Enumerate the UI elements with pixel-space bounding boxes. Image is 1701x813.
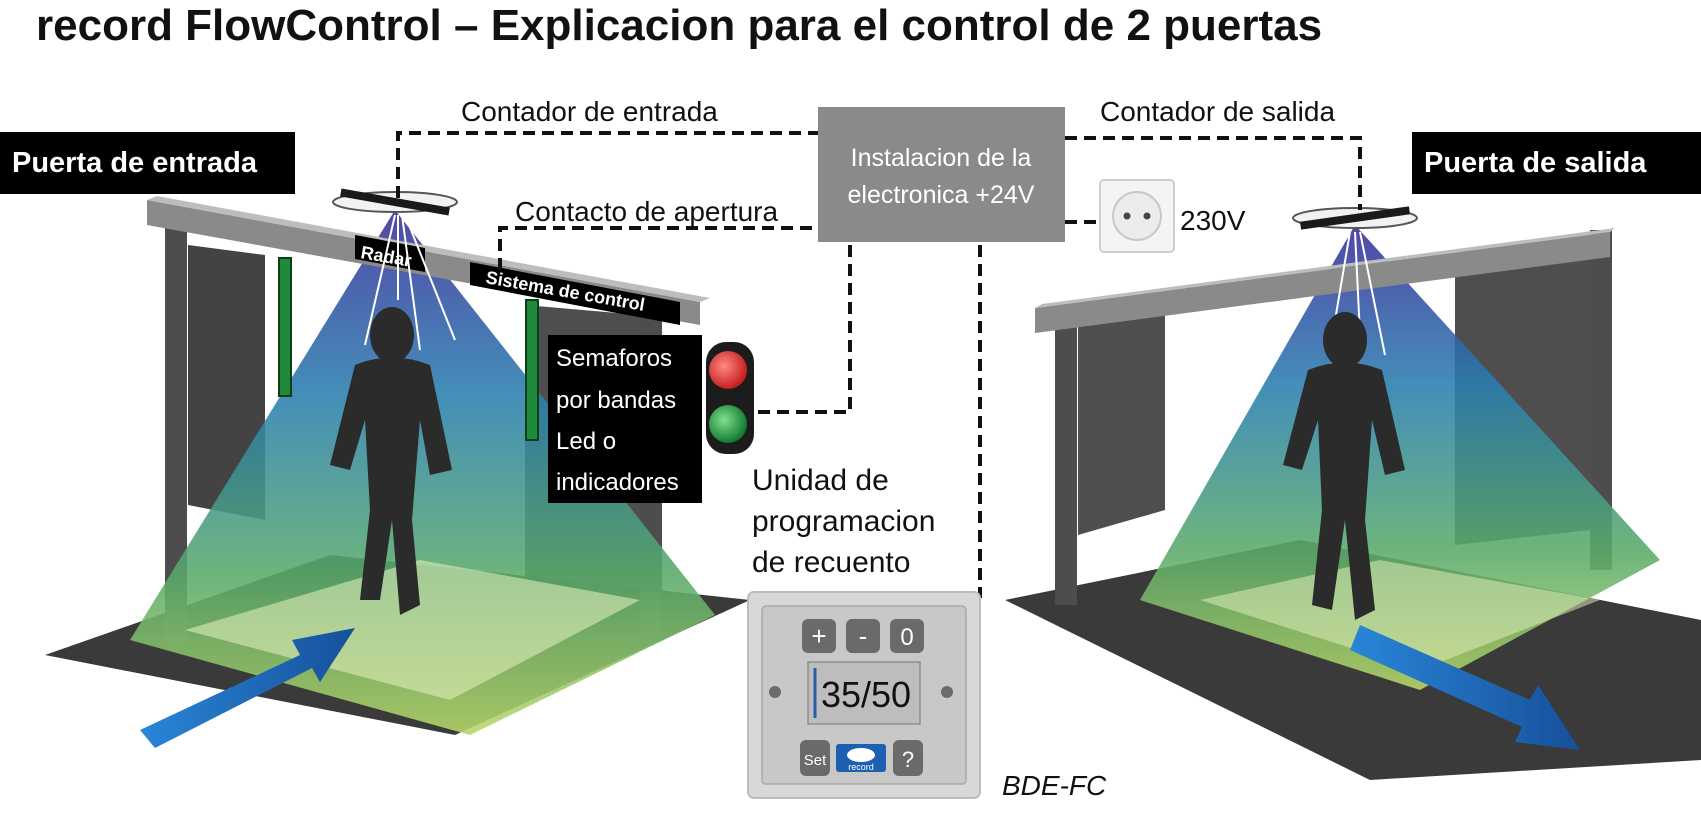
entry-counter-label: Contador de entrada [461, 96, 718, 127]
opening-contact-label: Contacto de apertura [515, 196, 778, 227]
exit-door-label-bg [1412, 132, 1701, 194]
entry-door-header-top [147, 196, 710, 302]
entry-door-label-bg [0, 132, 295, 194]
entry-door-scene [45, 188, 750, 748]
record-logo: record [836, 744, 886, 772]
exit-door-label: Puerta de salida [1424, 147, 1647, 179]
device-screw-right [941, 686, 953, 698]
svg-text:record: record [848, 762, 874, 772]
entry-person-silhouette [330, 307, 452, 615]
exit-counter-wire [1065, 136, 1362, 210]
traffic-light-green [709, 405, 747, 443]
help-button[interactable]: ? [893, 740, 923, 776]
power-socket-icon [1099, 179, 1175, 253]
exit-direction-arrow [1350, 625, 1580, 750]
wiring [396, 131, 1362, 598]
page-title: record FlowControl – Explicacion para el… [36, 1, 1323, 50]
counter-display-value: 35/50 [821, 674, 911, 715]
programming-unit-line1: Unidad de [752, 464, 889, 497]
traffic-lights-line3: Led o [556, 428, 616, 455]
svg-text:0: 0 [900, 624, 913, 651]
programming-unit-device: + - 0 35/50 Set record ? [747, 591, 981, 799]
zero-button[interactable]: 0 [890, 619, 924, 653]
entry-counter-wire [396, 131, 818, 198]
svg-text:+: + [811, 621, 826, 651]
exit-counter-label: Contador de salida [1100, 96, 1335, 127]
exit-beam-floor-spot [1200, 560, 1600, 670]
traffic-light-red [709, 351, 747, 389]
exit-frame-right-post [1590, 230, 1612, 570]
exit-door-scene [1005, 206, 1701, 780]
svg-text:-: - [859, 621, 868, 651]
traffic-light-wire [748, 245, 852, 414]
traffic-lights-line1: Semaforos [556, 345, 672, 372]
counter-display [807, 661, 921, 725]
set-button[interactable]: Set [800, 740, 830, 776]
plus-button[interactable]: + [802, 619, 836, 653]
device-model-label: BDE-FC [1002, 770, 1107, 801]
programming-unit-line3: de recuento [752, 546, 910, 579]
exit-door-header [1035, 232, 1610, 333]
programming-unit-line2: programacion [752, 505, 935, 538]
entry-led-strip-right [525, 299, 539, 441]
electronics-label-line2: electronica +24V [848, 181, 1035, 209]
traffic-lights-label-bg [548, 335, 702, 503]
entry-led-strip-left [278, 257, 292, 397]
entry-direction-arrow [140, 628, 355, 748]
entry-beam-floor-spot [185, 560, 640, 700]
traffic-lights-line4: indicadores [556, 469, 679, 496]
exit-frame-left-post [1055, 315, 1077, 605]
entry-frame-left-post [165, 215, 187, 645]
exit-person-silhouette [1283, 312, 1405, 620]
svg-text:Set: Set [804, 752, 827, 769]
entry-frame-left-panel [188, 245, 265, 520]
svg-text:?: ? [902, 747, 914, 772]
device-screw-left [769, 686, 781, 698]
entry-door-label: Puerta de entrada [12, 147, 258, 179]
exit-radar-sensor [1292, 206, 1418, 230]
minus-button[interactable]: - [846, 619, 880, 653]
entry-radar-sensor [332, 188, 458, 216]
control-system-strip [470, 262, 680, 325]
power-label: 230V [1180, 205, 1246, 236]
exit-door-header-top [1035, 228, 1615, 308]
opening-contact-wire [498, 226, 818, 270]
entry-radar-rays [364, 214, 456, 351]
electronics-label-line1: Instalacion de la [851, 144, 1032, 172]
traffic-lights-line2: por bandas [556, 387, 676, 414]
electronics-box [818, 107, 1065, 242]
exit-frame-left-panel [1078, 310, 1165, 535]
traffic-light-icon [706, 342, 754, 454]
